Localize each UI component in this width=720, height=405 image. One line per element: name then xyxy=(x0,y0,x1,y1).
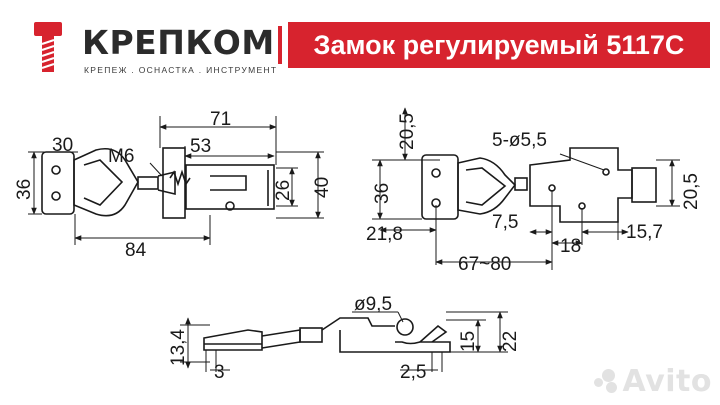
dim-3-label: 3 xyxy=(214,362,225,383)
dim-22-label: 22 xyxy=(500,331,521,352)
dim-18-label: 18 xyxy=(560,236,581,257)
latch-base-view xyxy=(421,147,657,223)
dim-13-4-label: 13,4 xyxy=(168,329,189,366)
watermark: Avito xyxy=(593,364,712,399)
dimension-lines-right xyxy=(372,107,680,270)
dim-7-5-label: 7,5 xyxy=(492,212,518,233)
title-accent-bar xyxy=(278,26,282,64)
dim-9-5-label: ø9,5 xyxy=(354,294,392,315)
dim-holes-label: 5-ø5,5 xyxy=(492,130,547,151)
dim-20-5-left-label: 20,5 xyxy=(397,113,418,150)
product-title: Замок регулируемый 5117С xyxy=(288,22,710,68)
dim-2-5-label: 2,5 xyxy=(400,362,426,383)
dim-30-label: 30 xyxy=(52,135,73,156)
watermark-text: Avito xyxy=(622,364,712,399)
dim-m6-label: M6 xyxy=(108,146,134,167)
dim-53-label: 53 xyxy=(190,136,211,157)
avito-logo-icon xyxy=(593,368,620,394)
bolt-icon xyxy=(34,22,62,72)
dim-36-right-label: 36 xyxy=(372,183,393,204)
latch-side-view xyxy=(203,317,451,353)
dim-71-label: 71 xyxy=(210,109,231,130)
dim-15-label: 15 xyxy=(458,331,479,352)
dim-67-80-label: 67~80 xyxy=(458,254,511,275)
dim-20-5-right-label: 20,5 xyxy=(681,173,702,210)
brand-logo: КРЕПКОМ КРЕПЕЖ . ОСНАСТКА . ИНСТРУМЕНТ xyxy=(22,18,276,78)
dim-21-8-label: 21,8 xyxy=(366,224,403,245)
dim-84-label: 84 xyxy=(125,240,147,261)
latch-top-view xyxy=(41,147,275,219)
brand-name: КРЕПКОМ xyxy=(82,23,275,62)
brand-tagline: КРЕПЕЖ . ОСНАСТКА . ИНСТРУМЕНТ xyxy=(84,65,278,75)
dim-40-label: 40 xyxy=(312,177,333,198)
dimension-lines-top xyxy=(28,116,324,245)
dim-15-7-label: 15,7 xyxy=(626,222,663,243)
dim-26-label: 26 xyxy=(273,180,294,201)
dim-36-label: 36 xyxy=(14,179,35,200)
dimension-lines-side xyxy=(180,311,508,372)
